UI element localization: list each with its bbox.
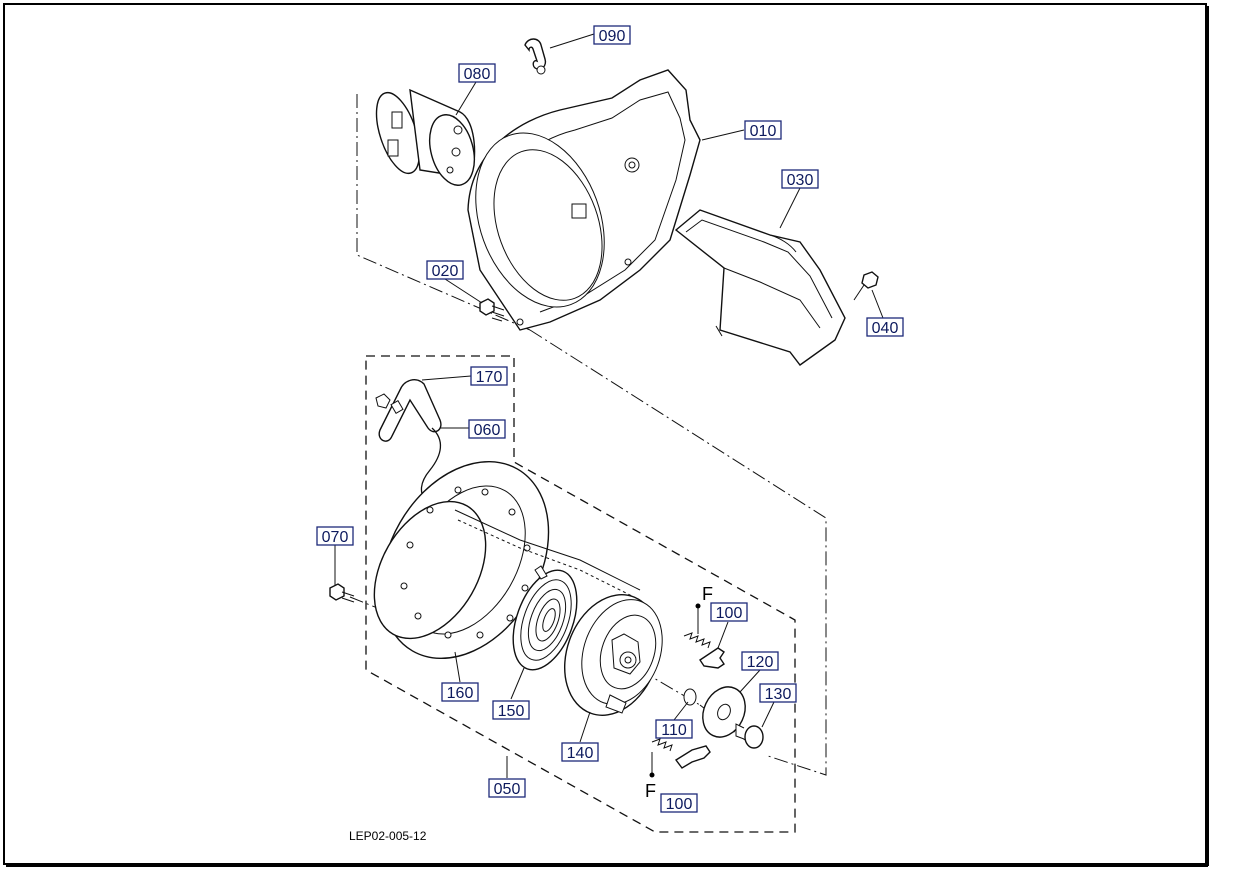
callout-010-text: 010 xyxy=(750,123,777,140)
callout-070-text: 070 xyxy=(322,529,349,546)
callout-140: 140 xyxy=(561,742,599,762)
callout-080-text: 080 xyxy=(464,66,491,83)
spiral-spring-part-150 xyxy=(512,565,578,671)
callout-030: 030 xyxy=(781,169,819,189)
diagram-code: LEP02-005-12 xyxy=(349,829,427,843)
callout-030-text: 030 xyxy=(787,172,814,189)
ratchet-upper-part-100 xyxy=(699,647,725,669)
fan-shroud-part-010 xyxy=(467,69,701,331)
starter-case-part-160 xyxy=(373,460,550,660)
callout-160: 160 xyxy=(441,682,479,702)
callout-130: 130 xyxy=(759,683,797,703)
recoil-starter-group-outline xyxy=(365,355,796,833)
pawl-spring-lower xyxy=(649,738,673,778)
f-marker-lower: F xyxy=(645,781,656,801)
starter-handle-part-170 xyxy=(375,379,442,442)
callout-120-text: 120 xyxy=(747,654,774,671)
callout-070: 070 xyxy=(316,526,354,546)
callout-100-lower: 100 xyxy=(660,793,698,813)
screw-part-040 xyxy=(853,271,879,301)
callout-040-text: 040 xyxy=(872,320,899,337)
callout-130-text: 130 xyxy=(765,686,792,703)
pulley-part-140 xyxy=(563,594,663,716)
callout-050-text: 050 xyxy=(494,781,521,798)
center-screw-part-130 xyxy=(735,723,764,749)
callout-060-text: 060 xyxy=(474,422,501,439)
callout-040: 040 xyxy=(866,317,904,337)
callout-100-lower-text: 100 xyxy=(666,796,693,813)
callout-110: 110 xyxy=(655,719,693,739)
duct-cover-part-030 xyxy=(674,209,846,366)
callout-020-text: 020 xyxy=(432,263,459,280)
cylinder-part-080 xyxy=(375,88,476,186)
leader-lines xyxy=(334,33,884,778)
callout-110-text: 110 xyxy=(661,722,687,739)
rope-run xyxy=(454,509,641,591)
outer-border xyxy=(3,3,1207,865)
callout-080: 080 xyxy=(458,63,496,83)
callout-150: 150 xyxy=(492,700,530,720)
callout-090-text: 090 xyxy=(599,28,626,45)
callout-020: 020 xyxy=(426,260,464,280)
callout-090: 090 xyxy=(593,25,631,45)
callout-170: 170 xyxy=(470,366,508,386)
callout-170-text: 170 xyxy=(476,369,503,386)
ratchet-guide-part-120 xyxy=(702,686,746,738)
callout-120: 120 xyxy=(741,651,779,671)
callout-160-text: 160 xyxy=(447,685,474,702)
callout-150-text: 150 xyxy=(498,703,525,720)
callout-010: 010 xyxy=(744,120,782,140)
callout-060: 060 xyxy=(468,419,506,439)
washer-part-110 xyxy=(683,688,697,706)
callout-100-upper-text: 100 xyxy=(716,605,743,622)
callout-100-upper: 100 xyxy=(710,602,748,622)
pawl-spring-upper xyxy=(683,603,711,649)
ratchet-lower-part-100 xyxy=(674,745,711,769)
bolt-part-070 xyxy=(329,583,355,603)
callout-050: 050 xyxy=(488,778,526,798)
clip-part-090 xyxy=(524,38,547,75)
callout-140-text: 140 xyxy=(567,745,594,762)
f-marker-upper: F xyxy=(702,584,713,604)
bolt-part-020 xyxy=(479,298,505,322)
